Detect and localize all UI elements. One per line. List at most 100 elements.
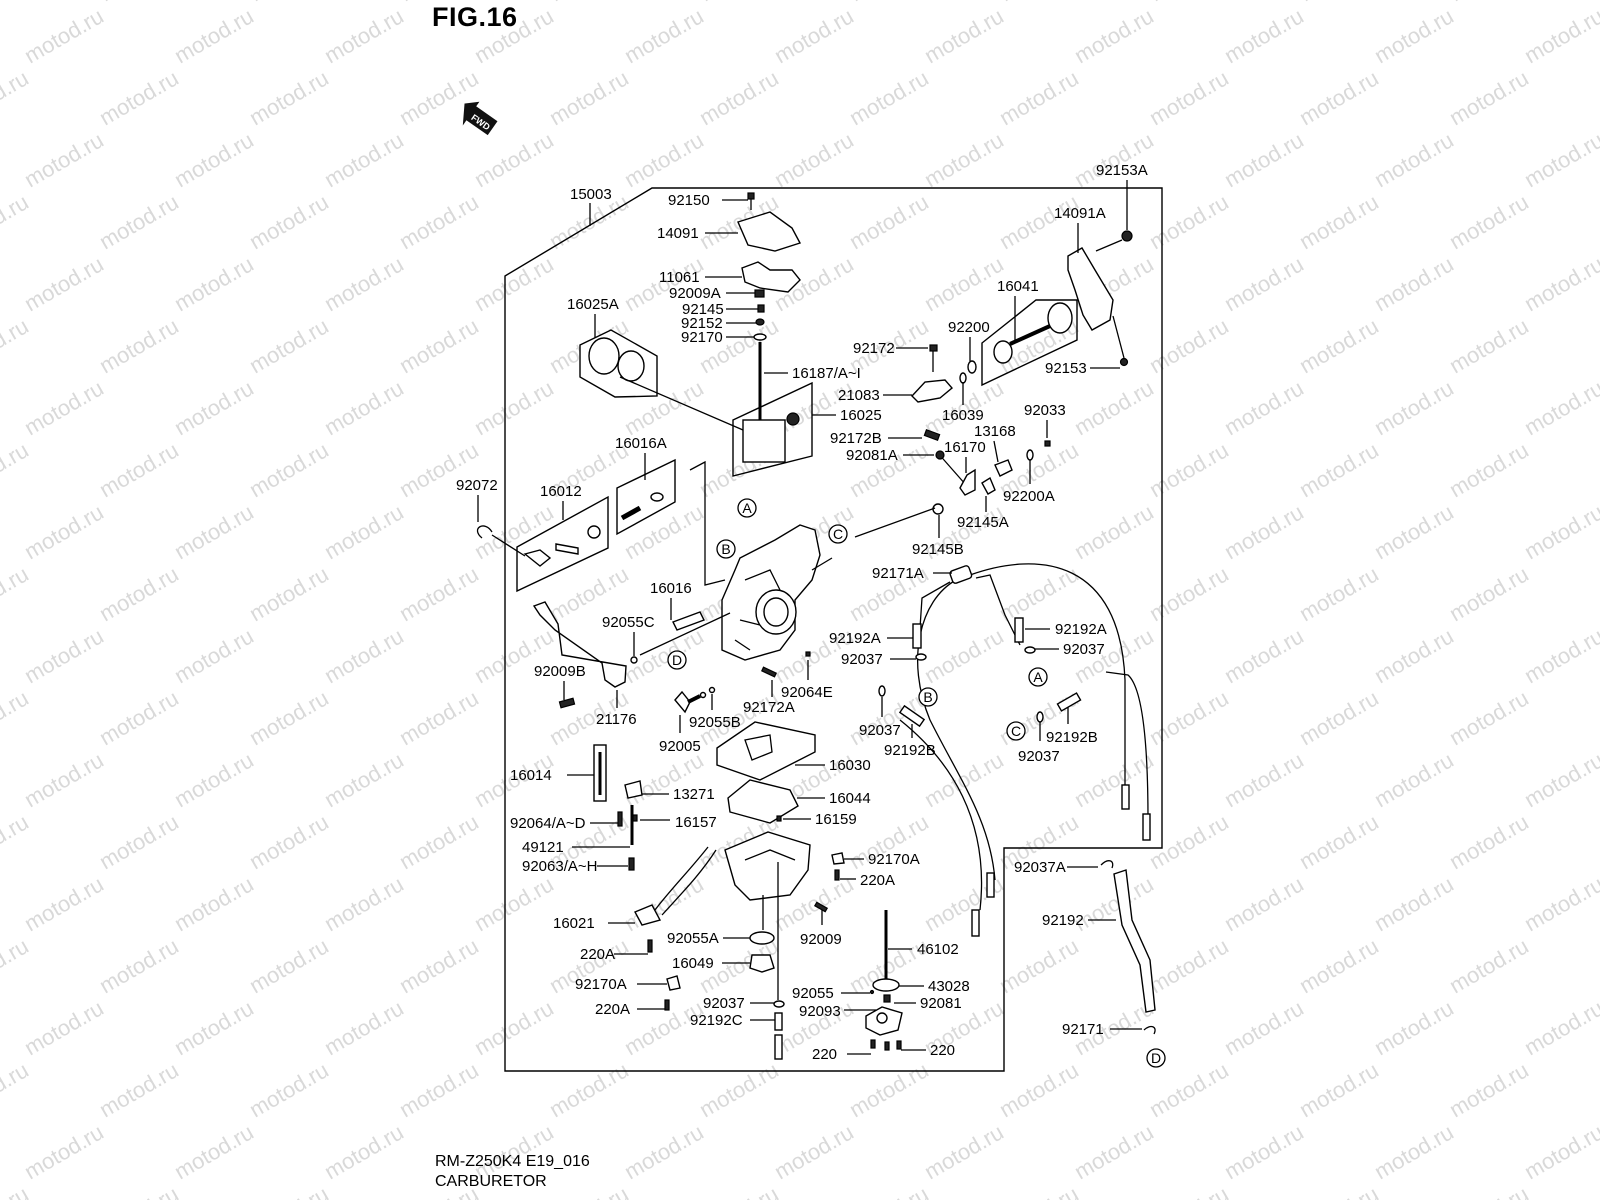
callout-92145B: 92145B — [912, 515, 964, 558]
callout-92037A: 92037A — [1014, 859, 1098, 876]
part-92064E — [805, 651, 811, 657]
part-92192B-hose-right — [1056, 692, 1082, 712]
callout-92200: 92200 — [948, 319, 990, 361]
part-vent-hose-end-3 — [986, 872, 995, 898]
part-number-label: 92037A — [1014, 859, 1066, 876]
callout-92037-right: 92037 — [1035, 641, 1105, 658]
part-16025-housing — [742, 419, 786, 463]
part-number-label: 16041 — [997, 278, 1039, 295]
part-number-label: 16170 — [944, 439, 986, 456]
callout-13168: 13168 — [974, 423, 1016, 463]
callout-16159: 16159 — [783, 811, 857, 828]
part-number-label: 21176 — [596, 711, 637, 728]
part-number-label: 220A — [580, 946, 615, 963]
connector-circle-icon — [918, 687, 938, 707]
part-number-label: 92192 — [1042, 912, 1084, 929]
part-number-label: 16157 — [675, 814, 717, 831]
part-43028-seal — [872, 978, 900, 992]
model-code: RM-Z250K4 E19_016 — [435, 1153, 590, 1170]
part-number-label: 16021 — [553, 915, 595, 932]
part-number-label: 92170A — [575, 976, 627, 993]
part-vent-hose-end-1 — [1121, 784, 1130, 810]
callout-92037-bottom: 92037 — [703, 995, 774, 1012]
part-92037-clip-left — [915, 653, 927, 661]
part-92081-spring — [883, 994, 891, 1003]
part-92170A-clamp-top — [831, 852, 845, 865]
connector-letter: B — [923, 689, 932, 705]
callout-220-left: 220 — [812, 1046, 871, 1063]
part-number-label: 49121 — [522, 839, 564, 856]
part-92150-screw — [747, 192, 755, 210]
part-number-label: 92170 — [681, 329, 723, 346]
callout-92192B-right: 92192B — [1046, 707, 1098, 746]
part-number-label: 92192C — [690, 1012, 743, 1029]
callout-92153A: 92153A — [1096, 162, 1148, 230]
part-vent-hose-end-2 — [1142, 813, 1151, 841]
part-number-label: 92145 — [682, 301, 724, 318]
callout-13271: 13271 — [642, 786, 715, 803]
part-92200A — [1026, 449, 1034, 461]
part-92037A-clip — [1100, 860, 1114, 869]
part-number-label: 92172A — [743, 699, 795, 716]
callout-16044: 16044 — [797, 790, 871, 807]
part-number-label: 16044 — [829, 790, 871, 807]
assembly-label: 15003 — [570, 186, 612, 203]
vent-hose-loop-right — [969, 563, 1126, 800]
callout-92200A: 92200A — [1003, 460, 1055, 505]
part-number-label: 92063/A~H — [522, 858, 597, 875]
part-92037-clip-mid — [878, 685, 886, 697]
part-number-label: 13271 — [673, 786, 715, 803]
assembly-frame — [504, 187, 1163, 1072]
part-92192C-hose-lower — [774, 1034, 783, 1060]
part-number-label: 220 — [812, 1046, 837, 1063]
part-number-label: 92005 — [659, 738, 701, 755]
callout-92009A: 92009A — [669, 285, 755, 302]
part-number-label: 46102 — [917, 941, 959, 958]
part-number-label: 92192A — [829, 630, 881, 647]
part-number-label: 16049 — [672, 955, 714, 972]
connector-marker-D-fitting: D — [667, 650, 687, 670]
callout-16170: 16170 — [944, 439, 986, 473]
callout-92171: 92171 — [1062, 1021, 1142, 1038]
callout-92055A: 92055A — [667, 930, 750, 947]
part-16049-plug — [749, 954, 775, 973]
part-number-label: 92055B — [689, 714, 741, 731]
part-16021-connector — [634, 904, 662, 926]
callout-92033: 92033 — [1024, 402, 1066, 438]
leader-line — [993, 440, 999, 463]
callout-92172B: 92172B — [830, 430, 922, 447]
callout-92072: 92072 — [456, 477, 498, 522]
part-16159 — [776, 815, 782, 822]
callout-16014: 16014 — [510, 767, 594, 784]
part-92055B-oring — [708, 686, 716, 694]
callout-16016: 16016 — [650, 580, 692, 620]
group-16016A-box — [616, 458, 676, 536]
part-number-label: 16187/A~I — [792, 365, 861, 382]
part-92009-screw — [813, 901, 829, 913]
part-number-label: 92037 — [703, 995, 745, 1012]
part-92172B-screw — [923, 429, 941, 441]
part-number-label: 92172 — [853, 340, 895, 357]
callout-92055B: 92055B — [689, 694, 741, 731]
callout-16025: 16025 — [812, 407, 882, 424]
part-number-label: 92152 — [681, 315, 723, 332]
part-number-label: 92145A — [957, 514, 1009, 531]
part-92192A-hose-right — [1014, 617, 1024, 643]
callout-46102: 46102 — [888, 941, 959, 958]
part-number-label: 92037 — [841, 651, 883, 668]
part-92192A-hose-left — [912, 623, 922, 649]
callout-92064: 92064/A~D — [510, 815, 618, 832]
connector-marker-B-hose: B — [918, 687, 938, 707]
callout-92172A: 92172A — [743, 680, 795, 716]
part-92152 — [755, 318, 765, 326]
fwd-arrow-icon: FWD — [462, 101, 498, 136]
part-number-label: 92055 — [792, 985, 834, 1002]
part-number-label: 92150 — [668, 192, 710, 209]
callout-92145A: 92145A — [957, 496, 1009, 531]
part-number-label: 16025A — [567, 296, 619, 313]
connector-circle-icon — [716, 539, 736, 559]
part-220A-screw-mid — [647, 939, 653, 953]
part-92145 — [757, 304, 765, 313]
part-number-label: 92153A — [1096, 162, 1148, 179]
